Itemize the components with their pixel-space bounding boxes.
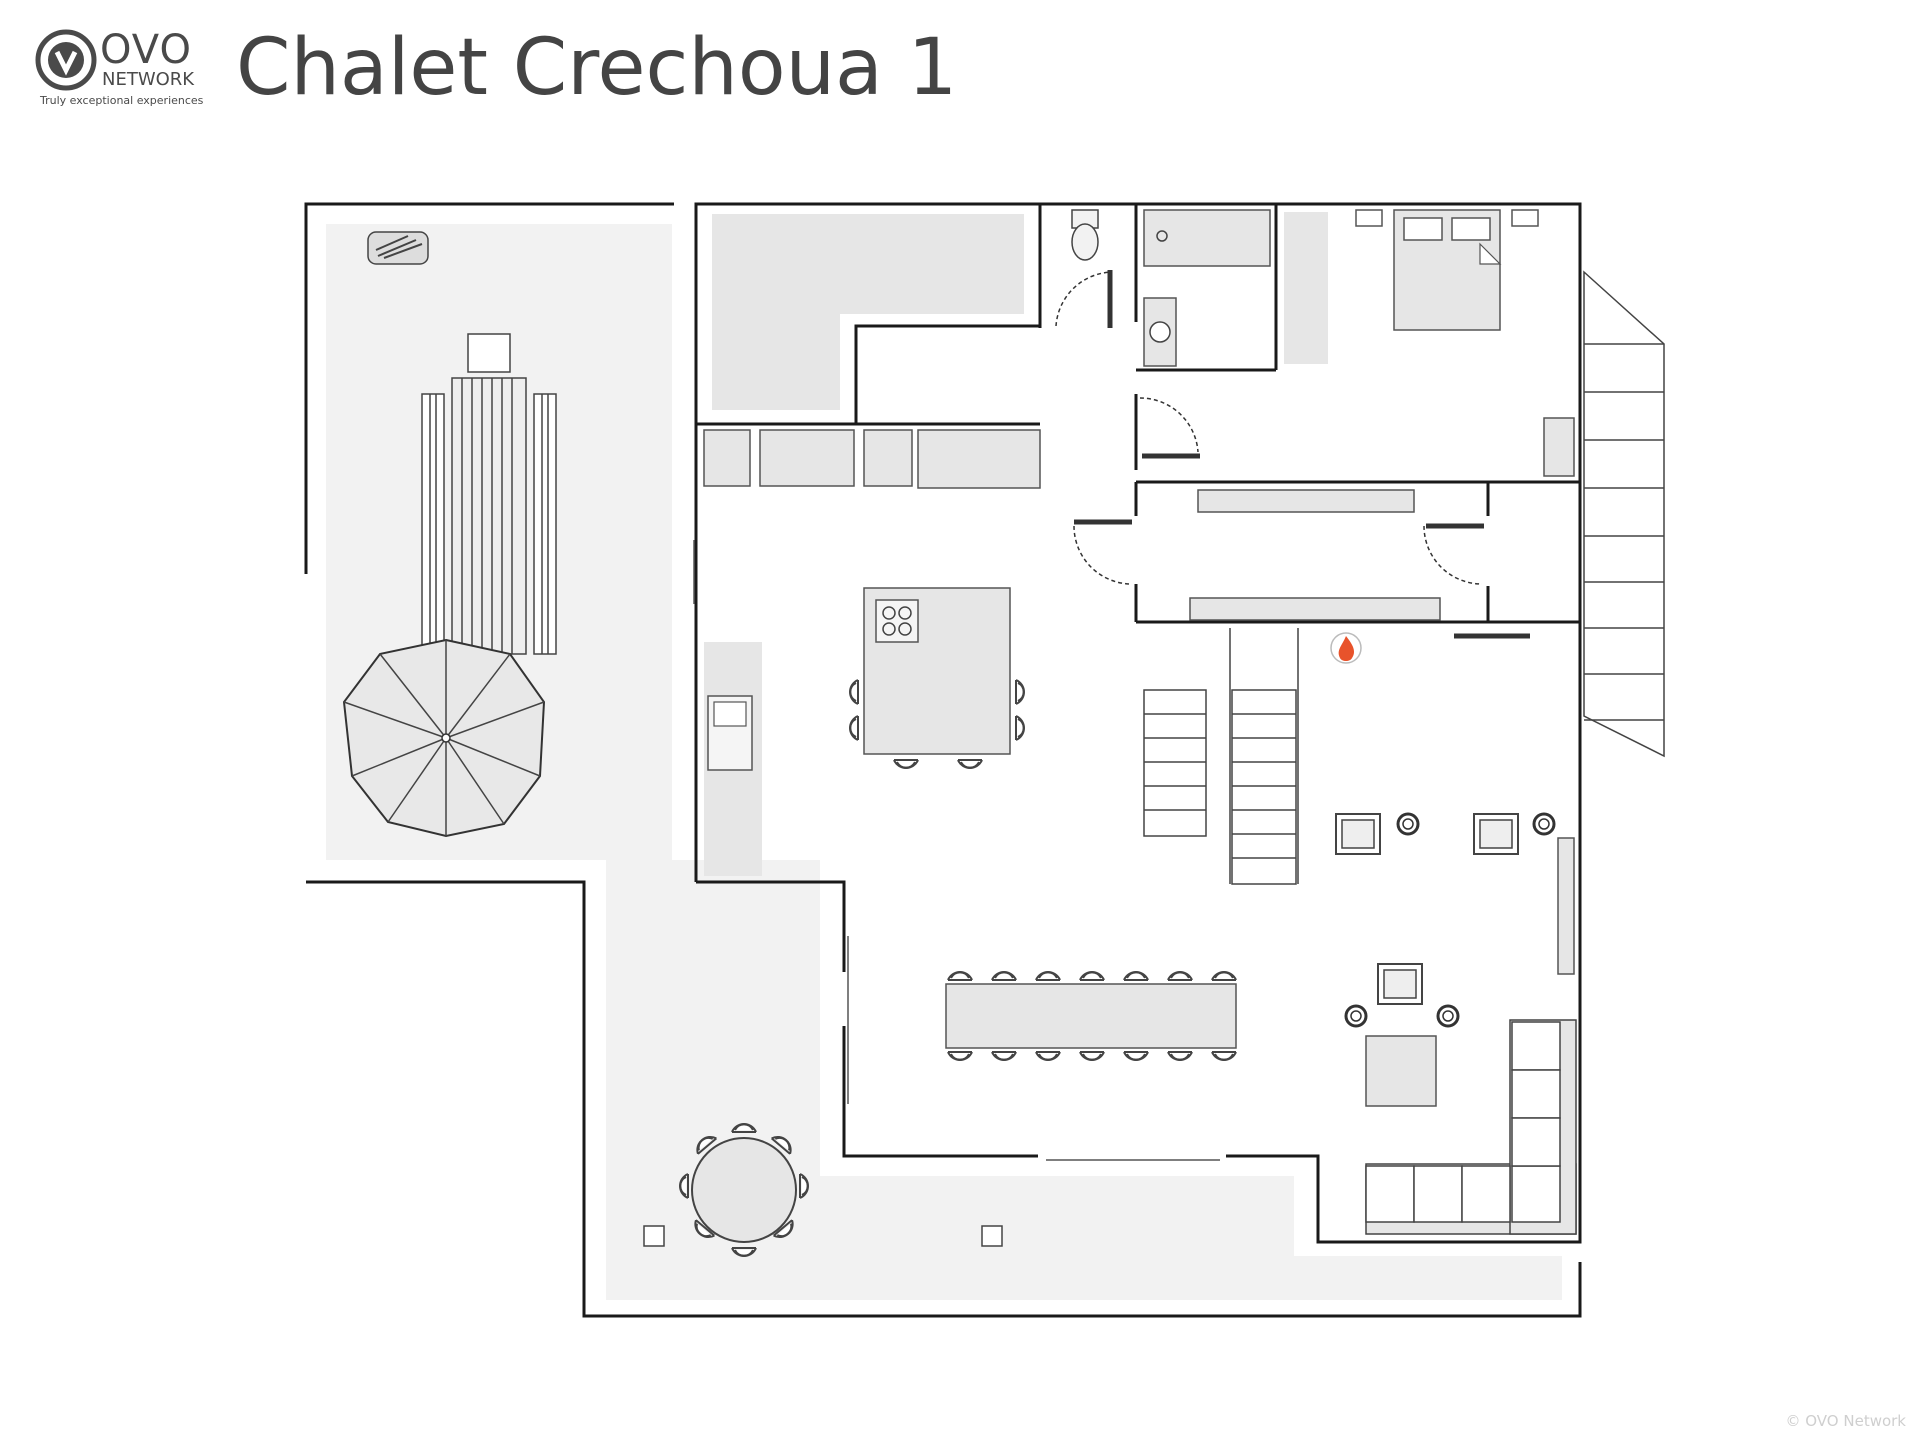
walls <box>304 202 1582 1318</box>
door-icon <box>1055 271 1483 585</box>
parasol-icon <box>342 638 546 838</box>
copyright: © OVO Network <box>1785 1412 1906 1430</box>
bed-icon <box>1355 209 1539 331</box>
ovo-logo-icon <box>35 29 97 91</box>
logo-tagline: Truly exceptional experiences <box>40 94 204 107</box>
bathroom-sink <box>1143 297 1177 367</box>
outdoor-table <box>421 333 557 655</box>
kitchen-island <box>849 587 1025 769</box>
barbecue-icon <box>367 231 429 265</box>
page-title: Chalet Crechoua 1 <box>236 23 958 113</box>
fireplace-icon <box>1330 632 1362 664</box>
sofa <box>1365 1019 1577 1235</box>
desk <box>1543 417 1575 477</box>
lounge-seating <box>1335 812 1575 1107</box>
exterior-stairs <box>1583 270 1665 758</box>
round-table <box>679 1123 809 1257</box>
bathtub-icon <box>1143 209 1271 267</box>
wardrobe <box>1284 212 1328 364</box>
logo-network: NETWORK <box>102 69 195 90</box>
kitchen-counter <box>703 214 1041 876</box>
stairs-icon <box>1143 628 1299 885</box>
ovo-logo: OVO NETWORK Truly exceptional experience… <box>30 26 210 116</box>
dining-table <box>945 971 1237 1061</box>
toilet-icon <box>1071 209 1099 261</box>
logo-name: OVO <box>100 27 192 73</box>
